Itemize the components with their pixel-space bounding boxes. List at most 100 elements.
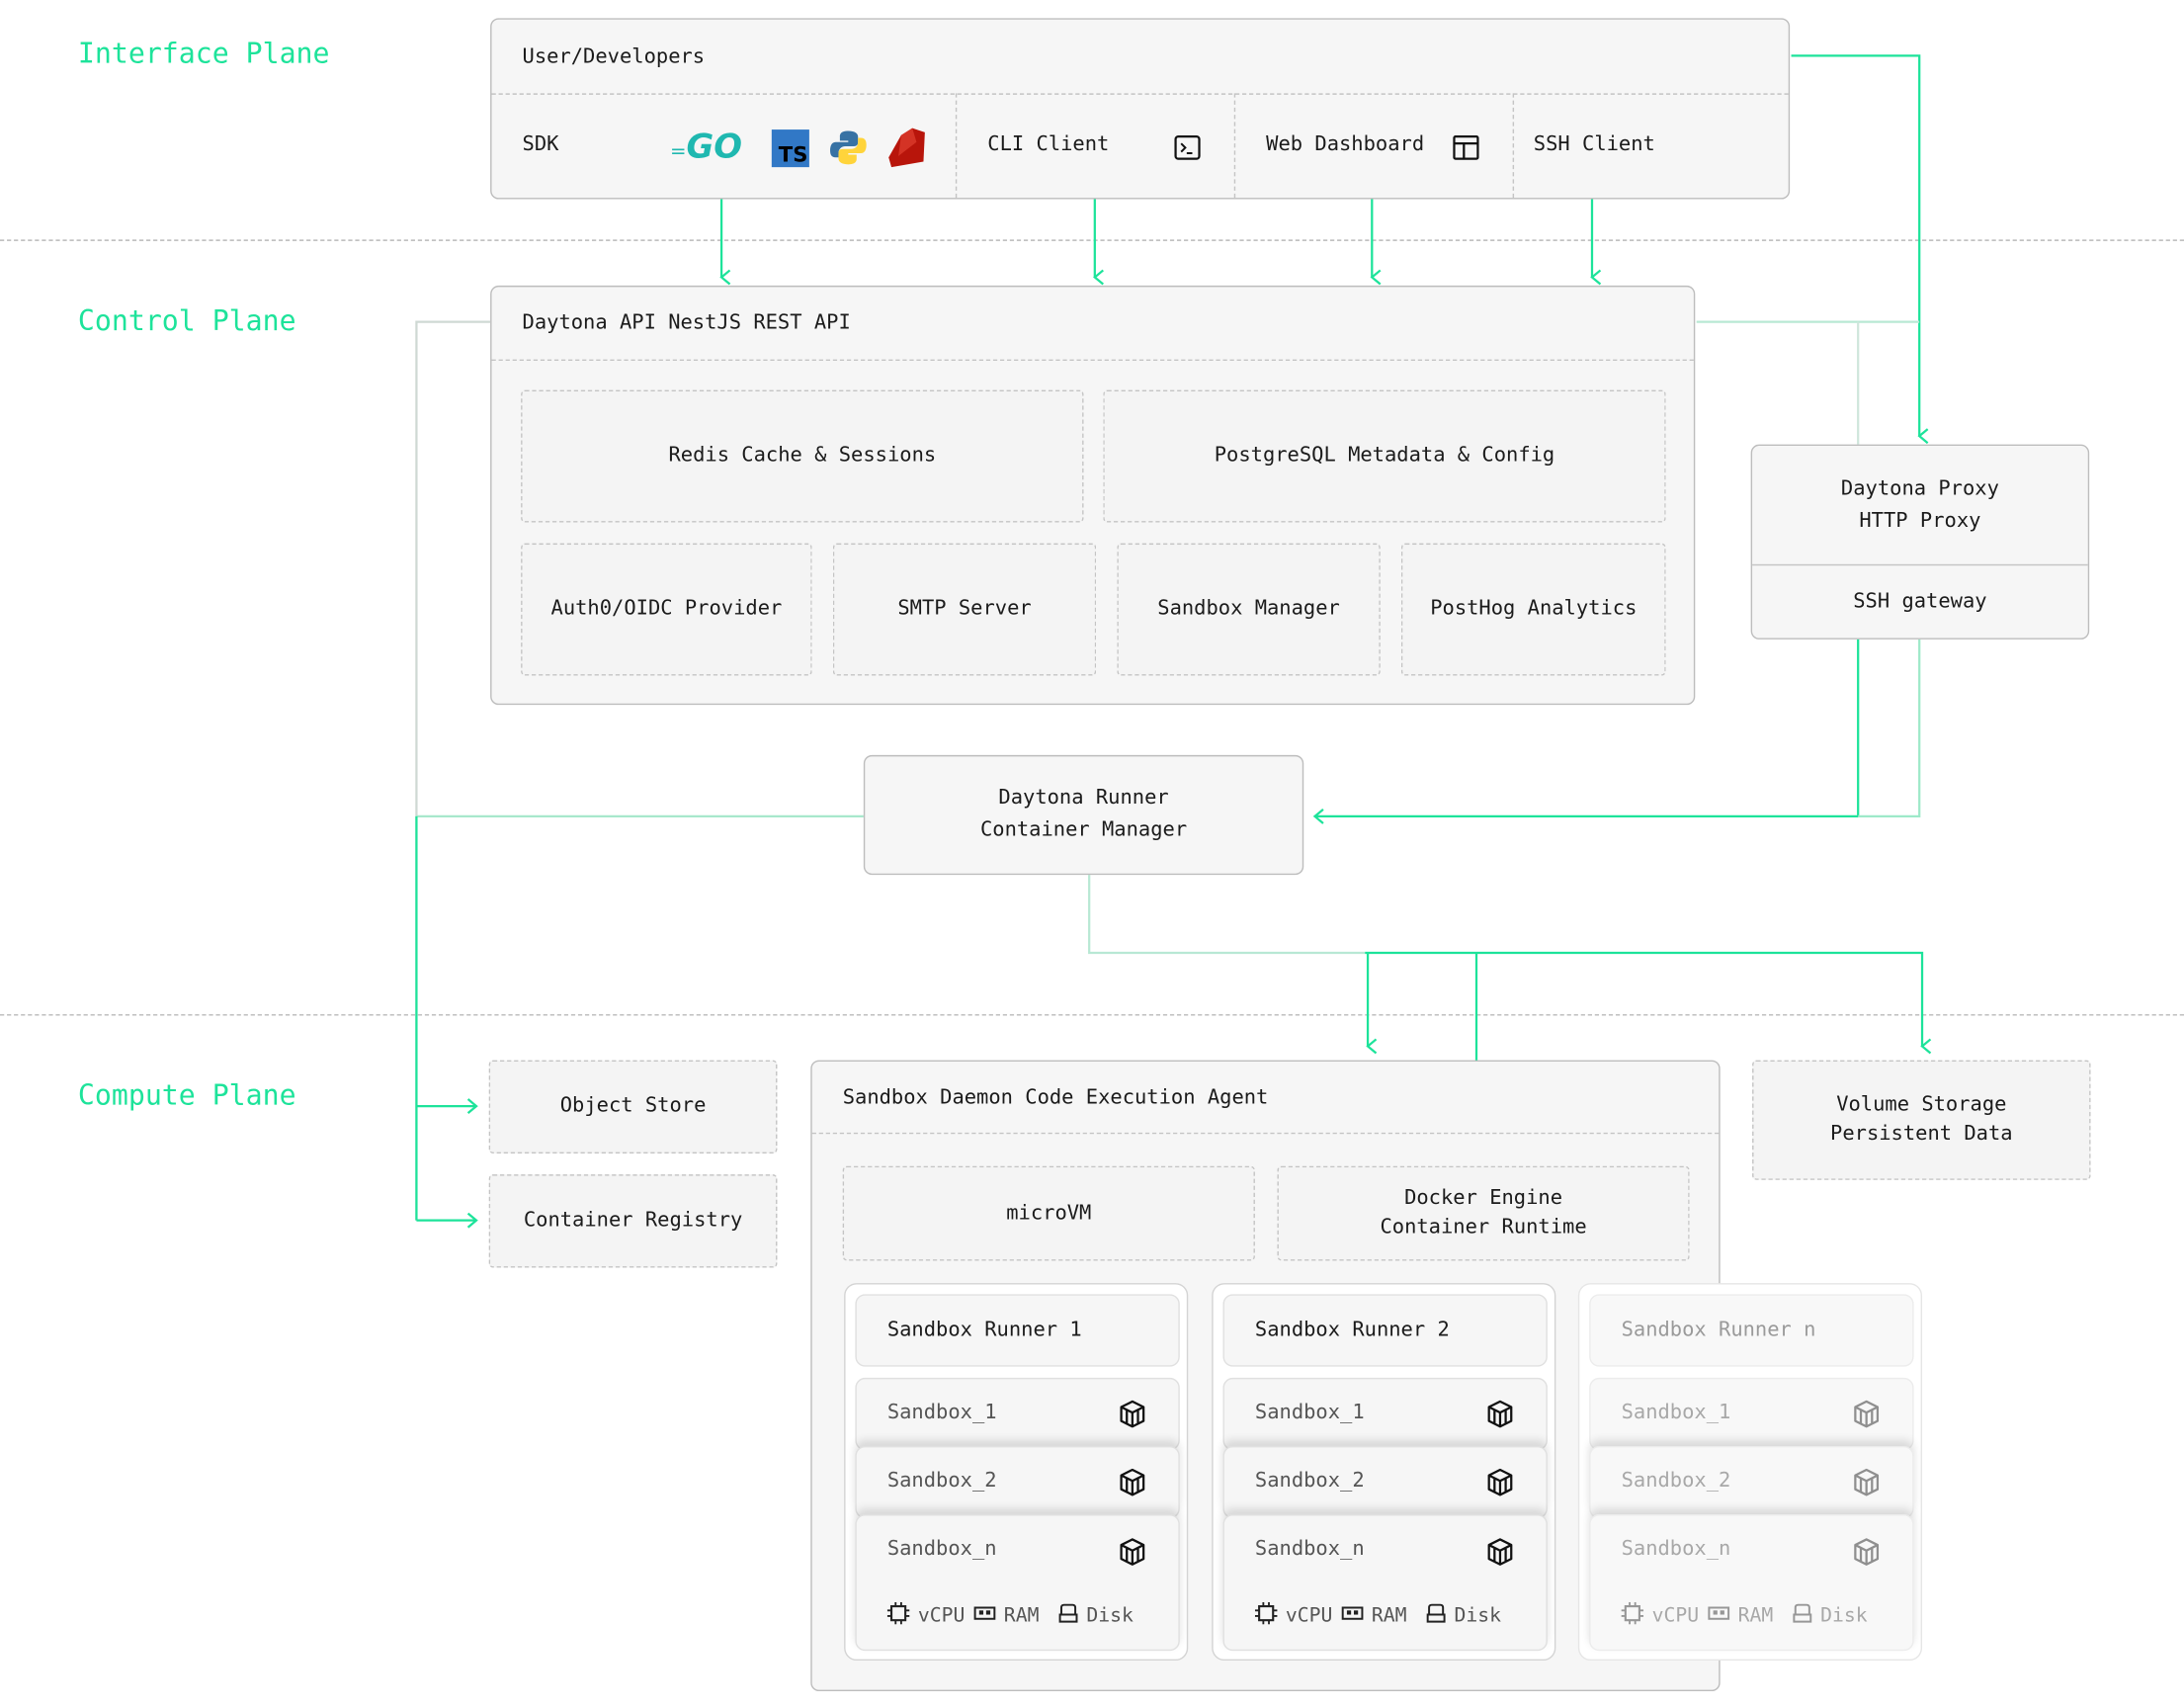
user-developers-box: User/Developers SDK =GO TS CLI Client We…: [490, 18, 1790, 199]
column-divider: [956, 93, 957, 198]
sandbox-runner-title: Sandbox Runner 1: [855, 1294, 1179, 1366]
ram-icon: [1341, 1605, 1364, 1628]
cpu-icon: [1255, 1602, 1278, 1630]
sandbox-manager-box: Sandbox Manager: [1117, 544, 1380, 676]
cube-icon: [1117, 1399, 1147, 1435]
resources-row: vCPU RAM Disk: [1622, 1602, 1868, 1630]
cube-icon: [1484, 1467, 1515, 1503]
cube-icon: [1117, 1467, 1147, 1503]
sandbox-name: Sandbox_2: [1255, 1470, 1365, 1493]
daytona-api-box: Daytona API NestJS REST API Redis Cache …: [490, 286, 1695, 705]
api-left-bus: [416, 322, 490, 1221]
sandbox-card[interactable]: Sandbox_n vCPU RAM Disk: [855, 1514, 1179, 1651]
sandbox-runner-column: Sandbox Runner n Sandbox_1 Sandbox_2 San…: [1578, 1283, 1922, 1661]
sandbox-name: Sandbox_1: [887, 1402, 997, 1424]
sandbox-card[interactable]: Sandbox_n vCPU RAM Disk: [1589, 1514, 1913, 1651]
cube-icon: [1484, 1399, 1515, 1435]
daytona-runner-box: Daytona Runner Container Manager: [864, 755, 1303, 875]
ram-label: RAM: [1738, 1605, 1774, 1628]
ssh-gateway: SSH gateway: [1752, 565, 2088, 638]
volume-subtitle: Persistent Data: [1830, 1120, 2013, 1150]
resources-row: vCPU RAM Disk: [1255, 1602, 1501, 1630]
ram-label: RAM: [1372, 1605, 1407, 1628]
disk-label: Disk: [1086, 1605, 1134, 1628]
microvm-box: microVM: [843, 1166, 1255, 1261]
layout-icon: [1453, 135, 1479, 160]
sandbox-card[interactable]: Sandbox_2: [855, 1446, 1179, 1518]
ram-icon: [973, 1605, 996, 1628]
typescript-logo: TS: [772, 129, 809, 167]
go-logo: =GO: [670, 127, 742, 165]
sandbox-name: Sandbox_n: [1622, 1538, 1731, 1561]
runner-down-line: [1089, 875, 1365, 953]
daytona-proxy-box: Daytona Proxy HTTP Proxy SSH gateway: [1751, 445, 2089, 640]
cube-icon: [1484, 1537, 1515, 1574]
proxy-title: Daytona Proxy: [1841, 473, 1999, 505]
cli-client-label: CLI Client: [987, 133, 1109, 156]
terminal-icon: [1174, 135, 1201, 160]
sandbox-daemon-header: Sandbox Daemon Code Execution Agent: [812, 1062, 1720, 1134]
runner-subtitle: Container Manager: [980, 815, 1187, 847]
disk-icon: [1058, 1603, 1078, 1628]
sandbox-name: Sandbox_1: [1255, 1402, 1365, 1424]
docker-subtitle: Container Runtime: [1380, 1214, 1586, 1243]
vcpu-label: vCPU: [918, 1605, 966, 1628]
proxy-title-block: Daytona Proxy HTTP Proxy: [1752, 446, 2088, 565]
vcpu-label: vCPU: [1286, 1605, 1333, 1628]
cube-icon: [1851, 1467, 1882, 1503]
sandbox-card[interactable]: Sandbox_2: [1589, 1446, 1913, 1518]
smtp-server-box: SMTP Server: [833, 544, 1096, 676]
ram-icon: [1708, 1605, 1730, 1628]
disk-icon: [1793, 1603, 1812, 1628]
sandbox-runner-column: Sandbox Runner 2 Sandbox_1 Sandbox_2 San…: [1212, 1283, 1555, 1661]
cube-icon: [1851, 1399, 1882, 1435]
ruby-logo: [887, 127, 926, 168]
sandbox-daemon-box: Sandbox Daemon Code Execution Agent micr…: [810, 1061, 1720, 1691]
cpu-icon: [887, 1602, 910, 1630]
docker-title: Docker Engine: [1404, 1184, 1562, 1214]
disk-label: Disk: [1454, 1605, 1501, 1628]
disk-label: Disk: [1820, 1605, 1868, 1628]
posthog-box: PostHog Analytics: [1401, 544, 1666, 676]
sdk-label: SDK: [523, 133, 559, 156]
cube-icon: [1117, 1537, 1147, 1574]
volume-storage-box: Volume Storage Persistent Data: [1752, 1061, 2090, 1180]
sandbox-card[interactable]: Sandbox_1: [855, 1378, 1179, 1450]
proxy-subtitle: HTTP Proxy: [1859, 505, 1980, 537]
vcpu-label: vCPU: [1652, 1605, 1700, 1628]
cpu-icon: [1622, 1602, 1644, 1630]
daytona-api-header: Daytona API NestJS REST API: [492, 287, 1694, 361]
ssh-client-label: SSH Client: [1534, 133, 1655, 156]
container-registry-box: Container Registry: [489, 1174, 778, 1267]
column-divider: [1234, 93, 1235, 198]
column-divider: [1513, 93, 1514, 198]
users-to-proxy-arrow: [1792, 55, 1920, 436]
sandbox-name: Sandbox_n: [1255, 1538, 1365, 1561]
volume-title: Volume Storage: [1836, 1091, 2006, 1121]
sandbox-name: Sandbox_2: [887, 1470, 997, 1493]
sandbox-name: Sandbox_n: [887, 1538, 997, 1561]
web-dashboard-label: Web Dashboard: [1266, 133, 1424, 156]
object-store-box: Object Store: [489, 1061, 778, 1153]
runner-title: Daytona Runner: [998, 783, 1168, 814]
sandbox-name: Sandbox_2: [1622, 1470, 1731, 1493]
ram-label: RAM: [1004, 1605, 1040, 1628]
cube-icon: [1851, 1537, 1882, 1574]
sandbox-name: Sandbox_1: [1622, 1402, 1731, 1424]
auth-provider-box: Auth0/OIDC Provider: [521, 544, 812, 676]
proxy-to-runner-line: [1858, 640, 1919, 816]
python-logo: [829, 128, 868, 167]
disk-icon: [1426, 1603, 1446, 1628]
docker-engine-box: Docker Engine Container Runtime: [1277, 1166, 1689, 1261]
redis-box: Redis Cache & Sessions: [521, 390, 1083, 523]
postgresql-box: PostgreSQL Metadata & Config: [1103, 390, 1665, 523]
sandbox-runner-title: Sandbox Runner n: [1589, 1294, 1913, 1366]
sandbox-card[interactable]: Sandbox_n vCPU RAM Disk: [1222, 1514, 1547, 1651]
sandbox-card[interactable]: Sandbox_1: [1222, 1378, 1547, 1450]
resources-row: vCPU RAM Disk: [887, 1602, 1134, 1630]
user-developers-header: User/Developers: [492, 20, 1789, 95]
sandbox-card[interactable]: Sandbox_1: [1589, 1378, 1913, 1450]
sandbox-card[interactable]: Sandbox_2: [1222, 1446, 1547, 1518]
runner-to-volume-arrow: [1365, 953, 1922, 1046]
